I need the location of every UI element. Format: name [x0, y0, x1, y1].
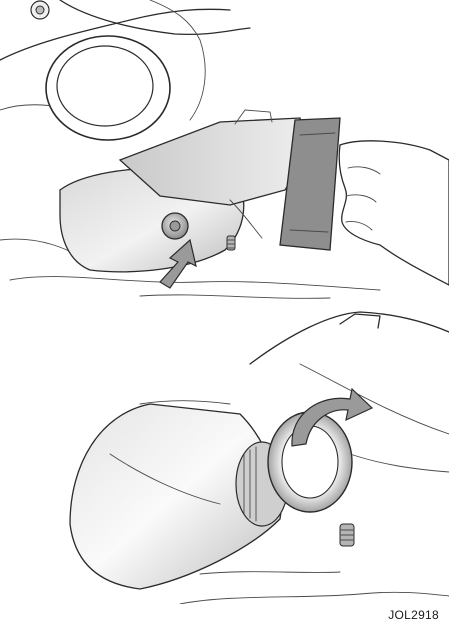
- hand: [339, 141, 449, 285]
- screw-icon: [227, 236, 235, 250]
- bolt-icon: [31, 1, 49, 19]
- round-housing: [46, 36, 170, 140]
- illustration-panel-top: [0, 0, 449, 304]
- knob: [162, 213, 188, 239]
- figure-reference-code: JOL2918: [388, 608, 439, 622]
- cover-removal-drawing: [0, 0, 449, 304]
- knob-rotation-drawing: [0, 304, 449, 604]
- illustration-panel-bottom: [0, 304, 449, 604]
- screw-icon: [340, 524, 354, 546]
